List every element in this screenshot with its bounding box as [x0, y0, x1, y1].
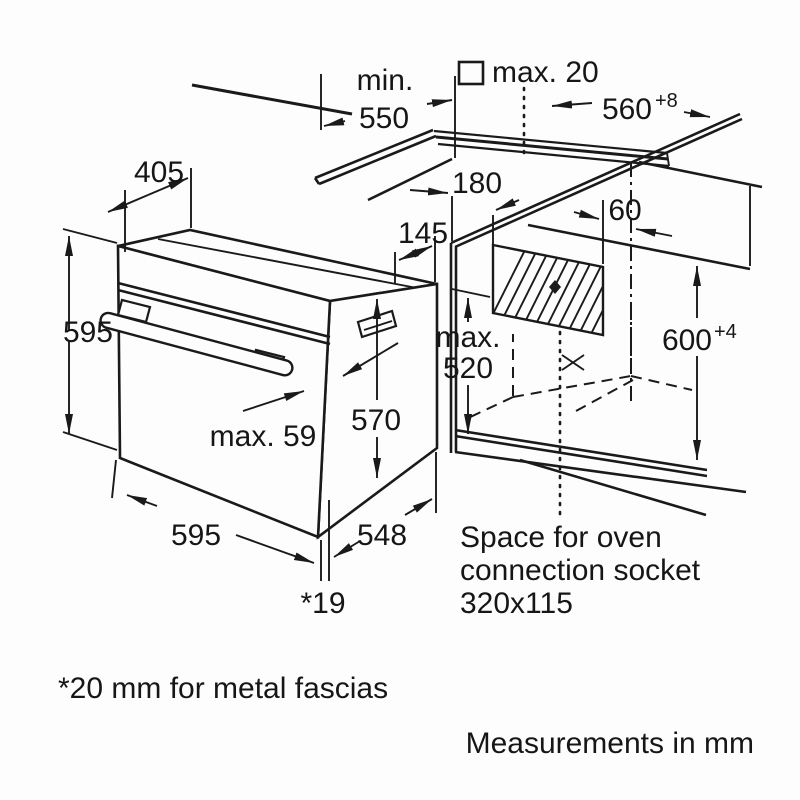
cabinet [449, 86, 763, 517]
cabinet-panel-top-edge [450, 112, 741, 245]
dim-60: 60 [573, 194, 673, 264]
dim-max-520: max. 520 [435, 288, 501, 434]
worktop-right-cap [666, 152, 670, 167]
socket-note-line1: Space for oven [460, 521, 662, 554]
worktop-front-top [433, 129, 668, 155]
notes: Space for oven connection socket 320x115… [58, 521, 754, 760]
dim-value: 570 [351, 404, 401, 437]
niche-hidden-floor-right [630, 375, 693, 391]
niche-top-interior-edge [527, 223, 751, 271]
oven-top-inner-line [157, 238, 434, 292]
dim-145: 145 [394, 217, 448, 283]
cabinet-bottom-edge [454, 450, 747, 494]
dim-value: 548 [357, 519, 407, 552]
dim-548: 548 [320, 452, 437, 581]
socket-note-line3: 320x115 [460, 587, 573, 620]
dim-min-550: min. 550 [320, 64, 456, 158]
dim-405: 405 [107, 156, 192, 252]
dim-value: 405 [134, 156, 184, 189]
dim-value: 520 [443, 352, 493, 385]
dim-570: 570 [351, 299, 401, 478]
socket-note-line2: connection socket [460, 554, 701, 587]
wall-top-edge [191, 83, 353, 116]
measurements-note: Measurements in mm [466, 727, 754, 760]
dim-value: 180 [452, 167, 502, 200]
cabinet-panel-top-edge-inner [454, 117, 743, 249]
hob-strip [435, 135, 669, 161]
dim-value: 560 [602, 93, 652, 126]
dim-value: 145 [398, 217, 448, 250]
dim-label: min. [357, 64, 414, 97]
dim-600-4: 600 +4 [662, 266, 737, 460]
worktop-left-cap [313, 177, 321, 185]
worktop-left-edge [314, 128, 434, 180]
dim-560-8: 560 +8 [551, 90, 711, 126]
door-handle [99, 311, 294, 377]
plinth-edge [519, 458, 707, 517]
dim-value: 60 [608, 194, 641, 227]
dim-value: max. 59 [210, 420, 317, 453]
niche-floor-front-edge [454, 428, 708, 472]
door-top-edge [117, 288, 331, 346]
dim-value: 550 [359, 102, 409, 135]
control-panel-line [117, 281, 331, 339]
oven [99, 228, 439, 540]
niche-hidden-floor-back [512, 375, 632, 398]
dim-595-width: 595 [111, 459, 315, 564]
worktop-left-edge-lower [318, 134, 437, 186]
backsplash-edge [367, 157, 453, 202]
footnote: *20 mm for metal fascias [58, 672, 388, 705]
dim-value: 595 [63, 316, 113, 349]
niche-hidden-diagonal [575, 379, 634, 412]
niche-floor-front-edge-lower [454, 434, 708, 478]
wall-and-worktop [191, 83, 670, 202]
cabinet-top-right-edge [638, 160, 763, 189]
dim-595-height: 595 [62, 228, 118, 451]
socket-position-marker [549, 280, 561, 294]
oven-front-face [116, 244, 332, 539]
niche-x-mark-2 [561, 354, 585, 371]
dim-value: 595 [171, 519, 221, 552]
socket-space-hatched-area [491, 243, 605, 337]
dim-tolerance: +4 [714, 321, 737, 343]
dim-value: *19 [300, 587, 345, 620]
dim-max-20: max. 20 [457, 56, 599, 89]
niche-hidden-floor-front [465, 396, 514, 420]
side-slot-inner [363, 320, 393, 331]
hob-cutout-symbol [457, 60, 485, 86]
dim-value: max. 20 [492, 56, 599, 89]
dim-19: *19 [300, 587, 345, 620]
dim-tolerance: +8 [655, 90, 678, 112]
dim-label: max. [435, 321, 500, 354]
dim-value: 600 [662, 324, 712, 357]
dim-180: 180 [409, 167, 520, 247]
dimension-annotations: min. 550 max. 20 560 +8 405 [62, 56, 737, 620]
dim-max-59: max. 59 [210, 342, 399, 453]
